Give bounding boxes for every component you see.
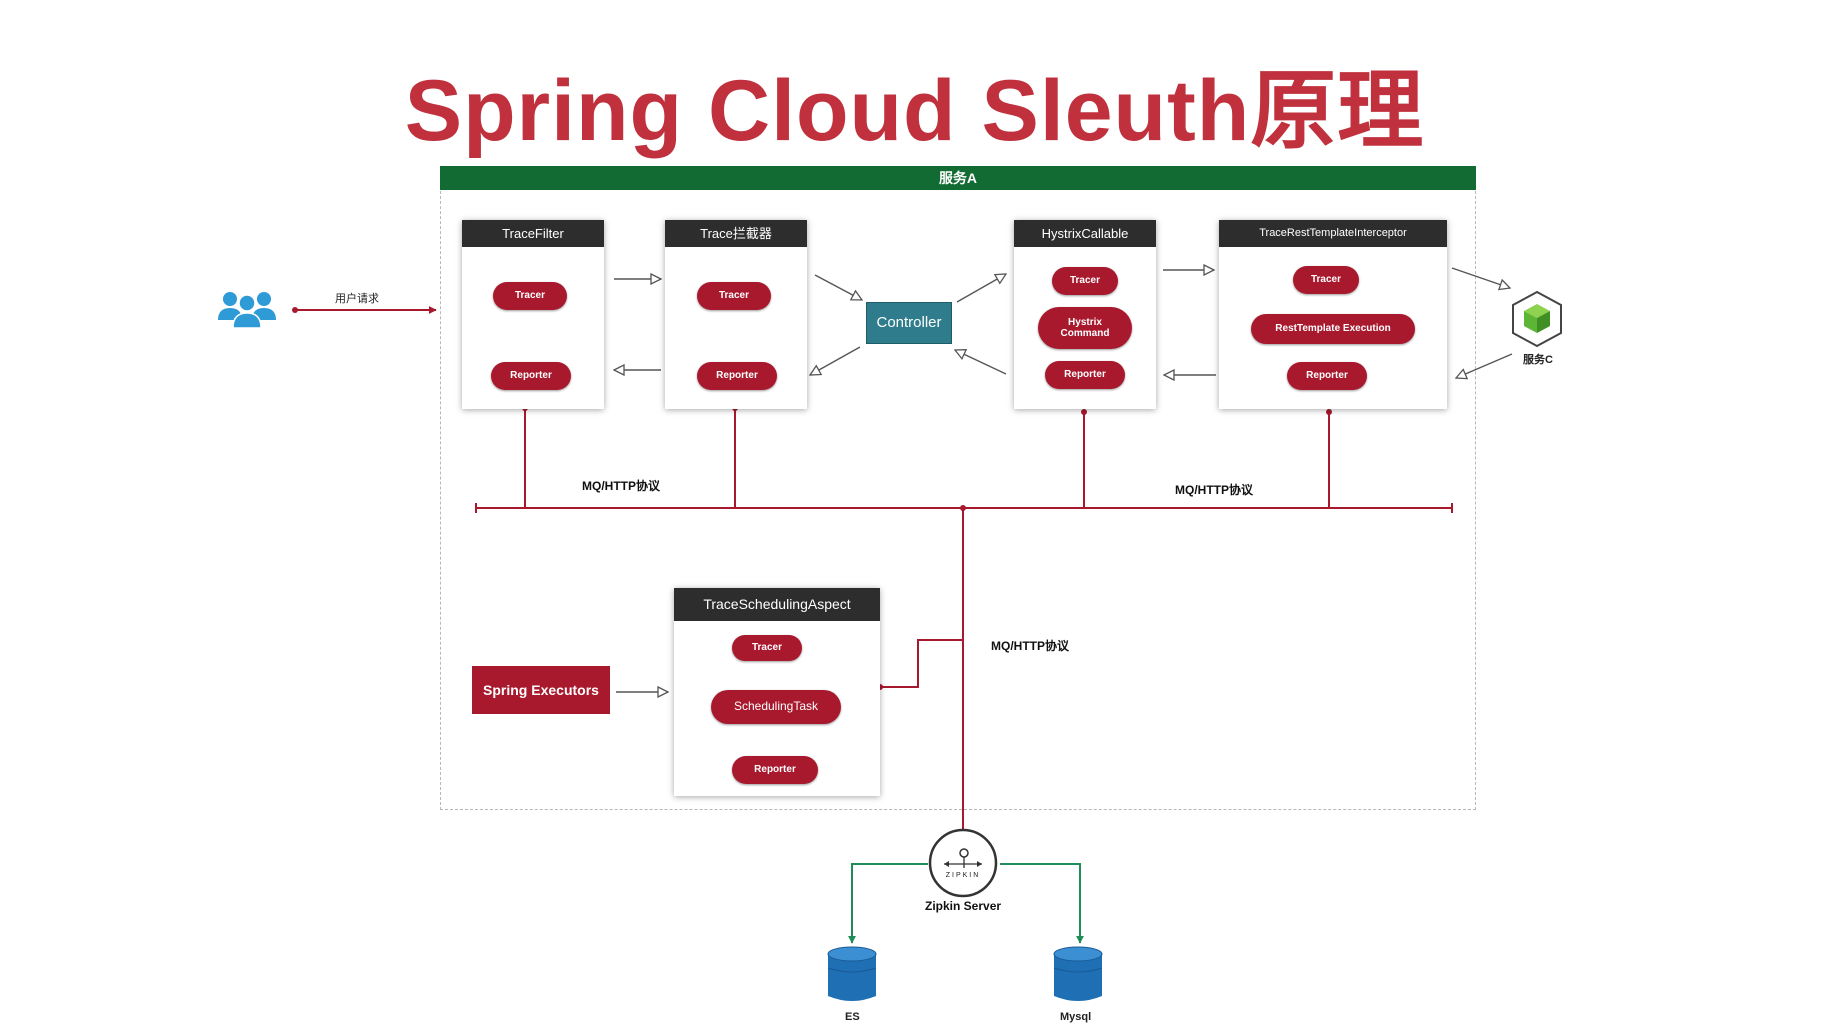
hystrix-command: Hystrix Command <box>1038 307 1132 349</box>
trace-interceptor-card: Trace拦截器 Tracer Reporter <box>665 220 807 409</box>
cube-icon <box>1510 290 1564 348</box>
trace-interceptor-reporter: Reporter <box>697 362 777 390</box>
trace-filter-reporter: Reporter <box>491 362 571 390</box>
service-a-header: 服务A <box>440 166 1476 190</box>
bus-label-left: MQ/HTTP协议 <box>582 479 660 493</box>
es-label: ES <box>845 1011 860 1023</box>
trace-interceptor-header: Trace拦截器 <box>665 220 807 247</box>
arrow-resttemplate-to-service-c <box>1451 267 1510 288</box>
scheduling-reporter: Reporter <box>732 756 818 784</box>
trace-interceptor-tracer: Tracer <box>697 282 771 310</box>
arrow-service-c-to-resttemplate <box>1456 353 1513 378</box>
trace-filter-card: TraceFilter Tracer Reporter <box>462 220 604 409</box>
scheduling-connector <box>880 639 963 688</box>
user-request-label: 用户请求 <box>335 293 379 305</box>
reporter-dot-hystrix <box>1081 409 1087 415</box>
database-icon-mysql <box>1052 946 1104 1006</box>
controller-box: Controller <box>866 302 952 344</box>
arrow-interceptor-to-controller <box>814 274 862 300</box>
arrow-controller-to-hystrix <box>956 274 1006 303</box>
users-icon <box>216 290 278 330</box>
database-icon-es <box>826 946 878 1006</box>
zipkin-to-es-link <box>848 863 928 944</box>
resttemplate-header: TraceRestTemplateInterceptor <box>1219 220 1447 247</box>
hystrix-reporter: Reporter <box>1045 361 1125 389</box>
resttemplate-tracer: Tracer <box>1293 266 1359 294</box>
spring-executors-box: Spring Executors <box>472 666 610 714</box>
bus-label-vertical: MQ/HTTP协议 <box>991 639 1069 653</box>
hystrix-tracer: Tracer <box>1052 267 1118 295</box>
hystrix-card: HystrixCallable Tracer Hystrix Command R… <box>1014 220 1156 409</box>
mysql-label: Mysql <box>1060 1011 1092 1023</box>
trace-filter-header: TraceFilter <box>462 220 604 247</box>
page-title: Spring Cloud Sleuth原理 <box>404 63 1425 159</box>
hystrix-header: HystrixCallable <box>1014 220 1156 247</box>
bus-label-right: MQ/HTTP协议 <box>1175 483 1253 497</box>
scheduling-tracer: Tracer <box>732 635 802 661</box>
scheduling-task: SchedulingTask <box>711 690 841 724</box>
resttemplate-reporter: Reporter <box>1287 362 1367 390</box>
resttemplate-card: TraceRestTemplateInterceptor Tracer Rest… <box>1219 220 1447 409</box>
arrow-controller-to-interceptor <box>810 346 861 375</box>
reporter-dot-resttemplate <box>1326 409 1332 415</box>
trace-filter-tracer: Tracer <box>493 282 567 310</box>
arrow-hystrix-to-controller <box>955 350 1007 375</box>
zipkin-label: Zipkin Server <box>925 899 1002 913</box>
zipkin-to-mysql-link <box>1000 863 1084 944</box>
service-c-label: 服务C <box>1523 354 1553 366</box>
resttemplate-execution: RestTemplate Execution <box>1251 314 1415 344</box>
scheduling-header: TraceSchedulingAspect <box>674 588 880 621</box>
zipkin-icon: ZIPKIN <box>928 828 998 898</box>
zipkin-icon-text: ZIPKIN <box>945 872 981 879</box>
scheduling-card: TraceSchedulingAspect Tracer SchedulingT… <box>674 588 880 796</box>
